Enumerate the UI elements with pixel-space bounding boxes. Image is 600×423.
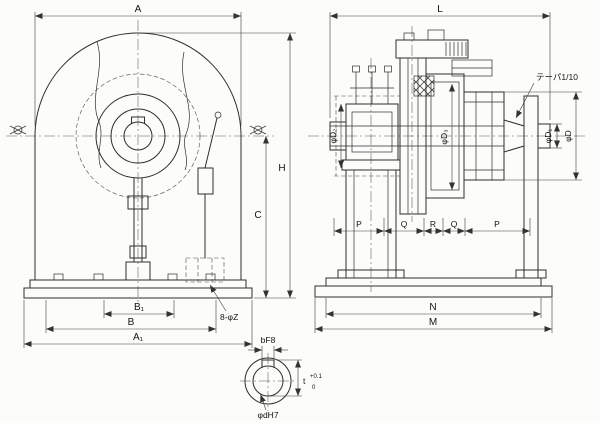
- tolerance-upper: +0.1: [310, 374, 323, 380]
- dim-label-c: C: [254, 210, 261, 221]
- coupling-hatch: [413, 75, 435, 97]
- motor: [395, 29, 493, 77]
- keyway-depth-label: t: [303, 376, 306, 386]
- dim-label-q2: Q: [451, 219, 458, 229]
- anchor-bolt-detail: [185, 257, 225, 283]
- dim-label-h: H: [278, 163, 285, 174]
- dim-label-p1: P: [356, 219, 362, 229]
- taper-note: テーパ1/10: [536, 72, 578, 82]
- dim-label-l: L: [437, 4, 443, 15]
- stud-bolts: [350, 65, 394, 104]
- dim-label-q1: Q: [401, 219, 408, 229]
- dim-label-d2: φD₂: [328, 129, 338, 144]
- dim-label-a1: A₁: [133, 332, 144, 343]
- brake-lever: [197, 111, 222, 259]
- dim-label-p2: P: [494, 219, 500, 229]
- shaft-bore: [123, 121, 153, 151]
- dim-label-a: A: [135, 4, 142, 15]
- tolerance-lower: 0: [312, 385, 316, 391]
- side-view: L テーパ1/10 φD₂ φD₃ φD₁ φD P Q R Q P: [308, 4, 586, 333]
- dim-label-m: M: [429, 317, 437, 328]
- eye-bolt-right: [249, 125, 267, 135]
- keyway: [131, 116, 145, 124]
- bolt-count-note: 8-φZ: [220, 312, 238, 322]
- dim-label-d3: φD₃: [439, 129, 449, 144]
- shaft-section-detail: bF8 t +0.1 0 φdH7: [240, 335, 323, 420]
- bore-dia-label: φdH7: [257, 410, 278, 420]
- front-view: A H C B₁ B A₁ 8-φZ: [6, 4, 296, 348]
- keyway-width-label: bF8: [261, 335, 276, 345]
- dim-label-d1: φD₁: [543, 129, 553, 144]
- eye-bolt-left: [9, 125, 27, 135]
- pitch-circle: [75, 73, 201, 199]
- drum: [463, 91, 505, 181]
- release-rod: [125, 177, 151, 281]
- detail-keyway: [261, 359, 275, 368]
- detail-bore: [252, 365, 284, 397]
- dim-label-b: B: [128, 317, 135, 328]
- dim-label-b1: B₁: [134, 302, 145, 313]
- dim-label-r: R: [430, 219, 436, 229]
- right-support: [515, 95, 547, 279]
- dim-label-n: N: [429, 302, 436, 313]
- dim-label-d: φD: [563, 130, 573, 142]
